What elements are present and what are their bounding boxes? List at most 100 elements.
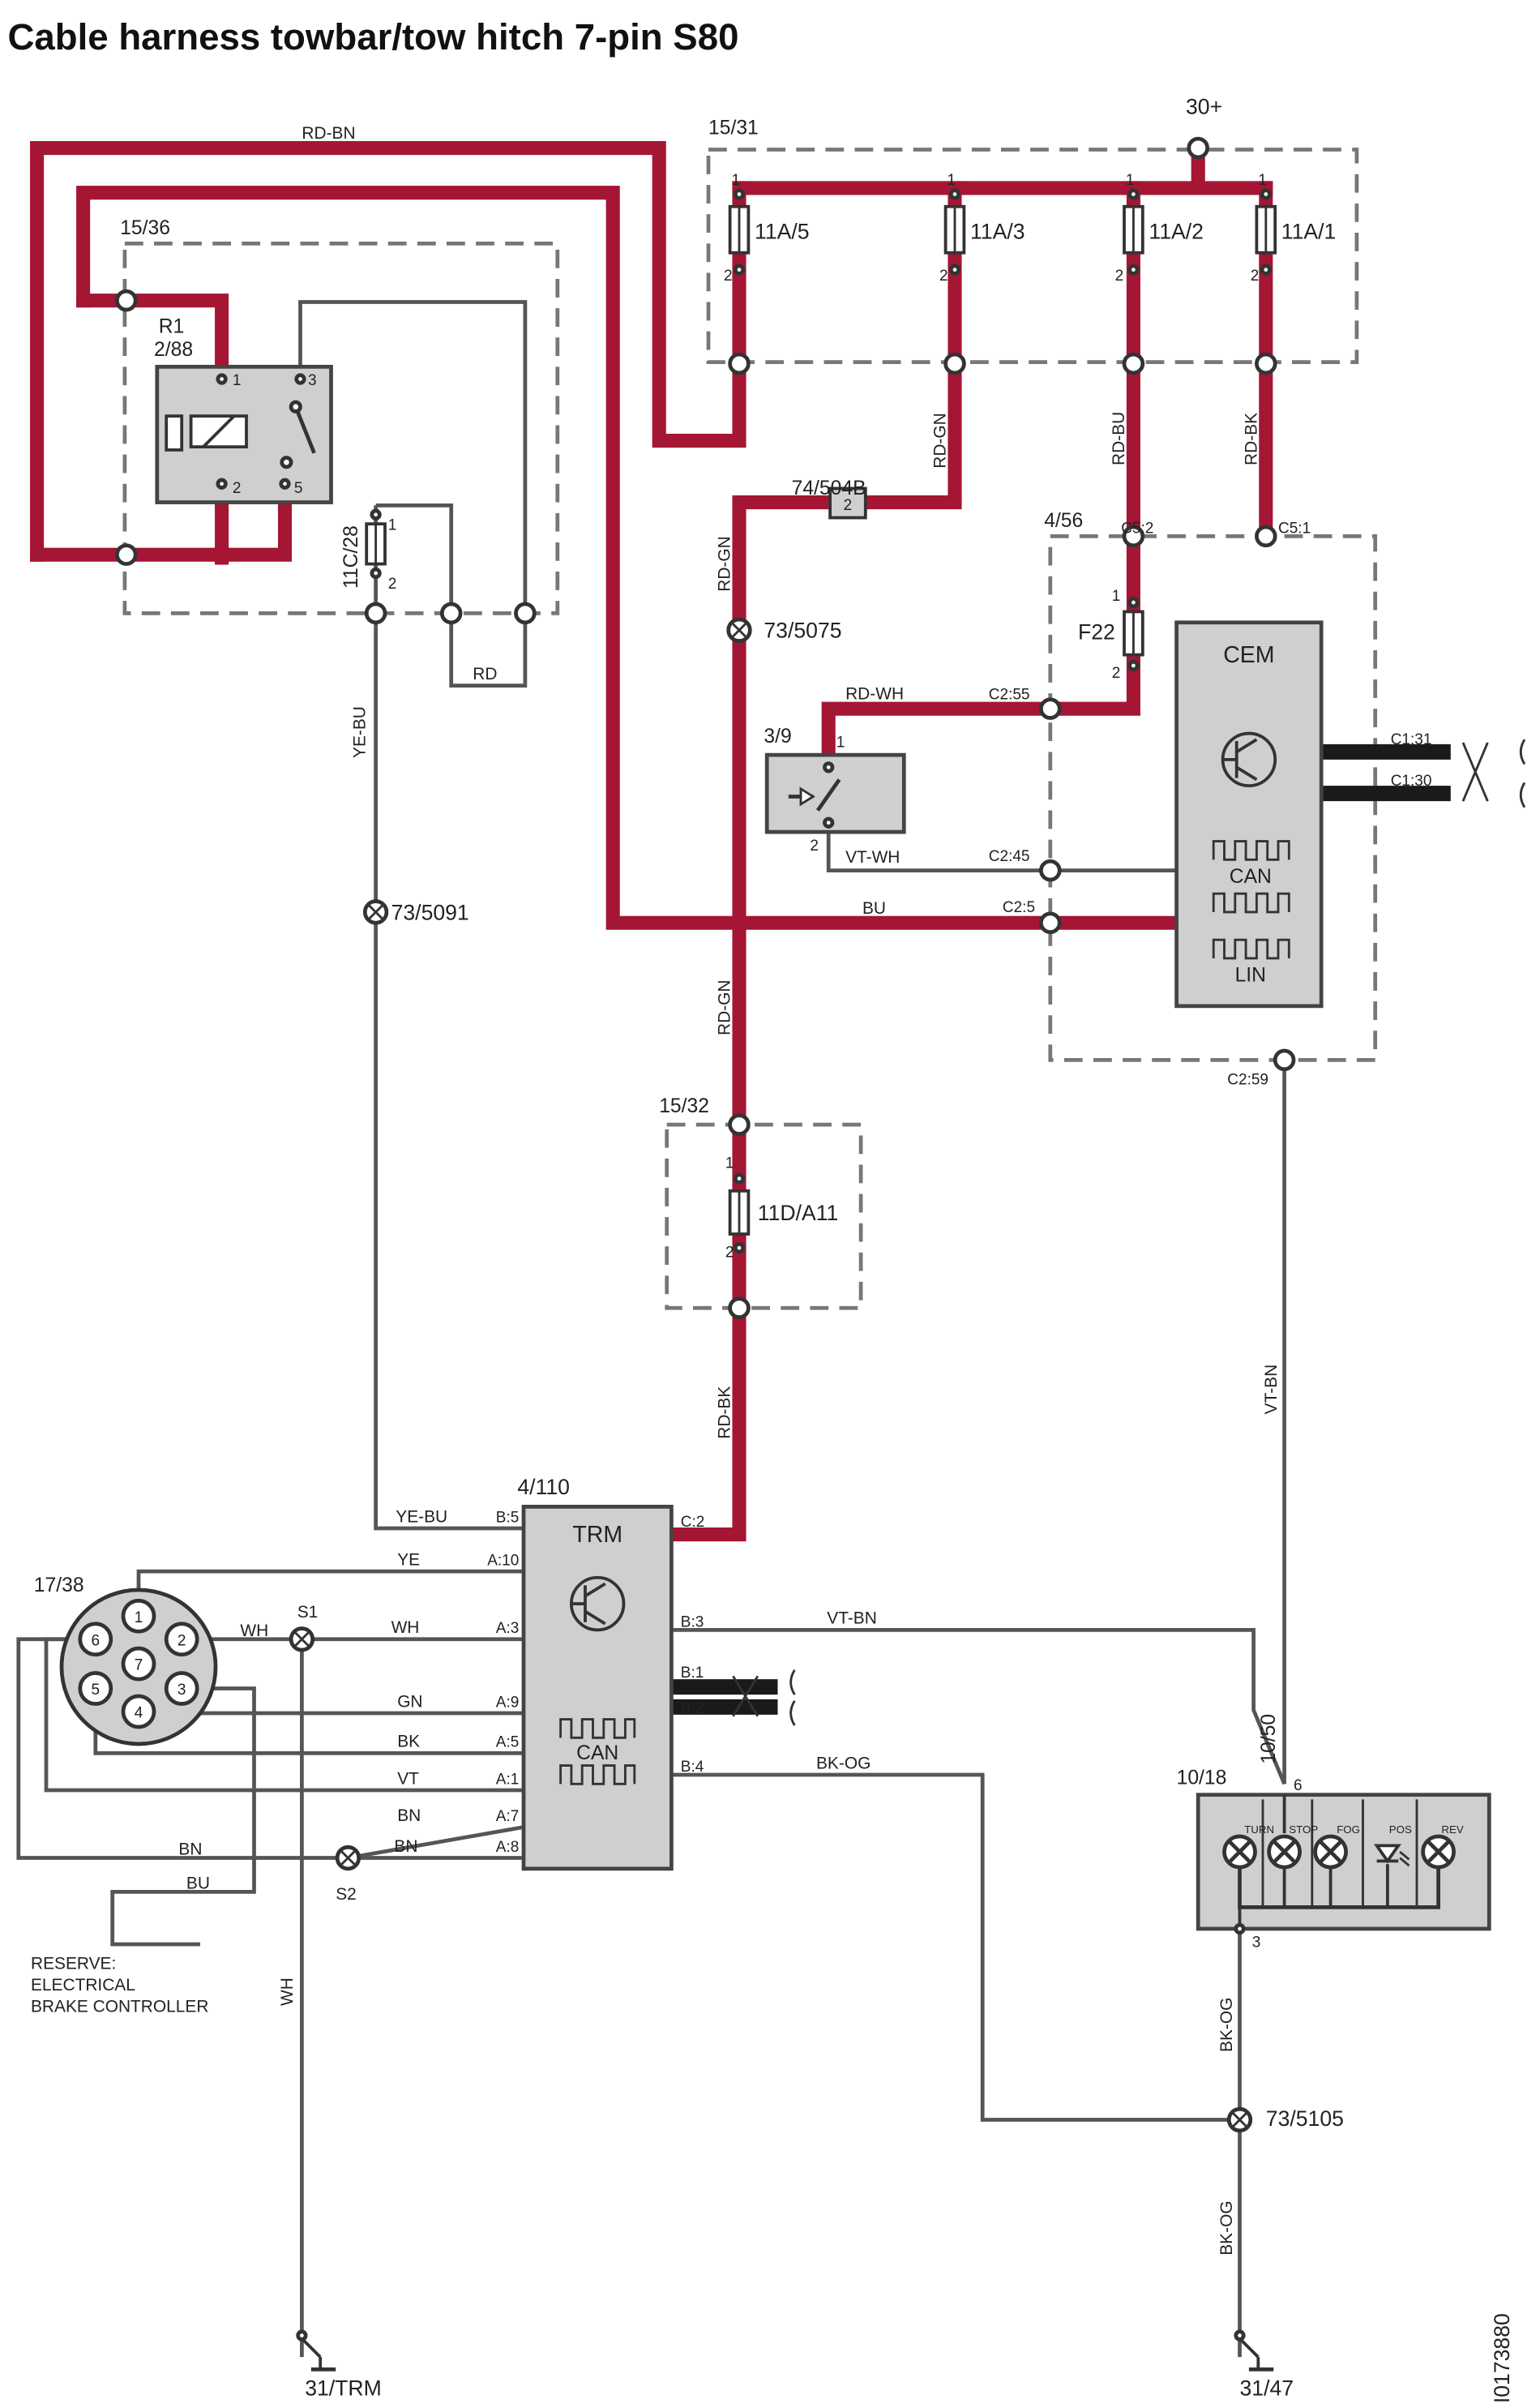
label-cem: CEM [1223,642,1274,668]
cem-transistor-icon [1221,731,1277,788]
label-3-9: 3/9 [764,726,791,748]
label-c245: C2:45 [989,848,1030,865]
twist-icon-c1 [1461,739,1526,808]
label-c2: C:2 [681,1514,705,1531]
fuse-11a1 [1255,204,1277,255]
label-c130: C1:30 [1391,773,1432,790]
connector-74-504b [828,486,867,520]
label-15-32: 15/32 [659,1095,709,1117]
wire-relay-pin5 [215,501,293,562]
label-15-31: 15/31 [708,117,759,139]
wire-bk-og-b4 [671,1772,1240,2122]
fusebox-15-31 [706,148,1359,365]
label-c52: C5:2 [1121,521,1153,538]
label-cem-lin: LIN [1235,964,1266,986]
wire-rd-bn-outer [30,140,746,562]
svg-text:2: 2 [939,268,948,285]
svg-text:5: 5 [294,480,303,497]
label-rd-gn-2: RD-GN [716,536,734,591]
socket-pin-labels: 1 2 3 4 5 6 7 [92,1609,186,1722]
svg-text:1: 1 [135,1609,143,1626]
splice-s1 [289,1626,315,1652]
label-11a1: 11A/1 [1281,220,1337,244]
svg-text:1: 1 [732,172,741,189]
label-bk-og-2: BK-OG [1217,2200,1236,2255]
relay-coil-resistor [165,414,184,452]
wire-bn-a7 [16,1637,524,1860]
switch-contact [815,778,841,812]
svg-text:6: 6 [92,1632,101,1649]
svg-text:1: 1 [725,1155,734,1172]
label-f22: F22 [1078,620,1115,645]
label-bn-left: BN [178,1840,202,1859]
label-4-110: 4/110 [517,1475,570,1499]
wire-relay-pin3 [298,300,528,614]
wire-rd-gn-trm [670,181,962,1542]
fusebox-15-32 [665,1122,863,1310]
label-pin-6: 6 [1294,1777,1303,1794]
label-splice-5105: 73/5105 [1266,2106,1344,2131]
trm-pin-label: A:9 [496,1694,520,1711]
label-pin-3: 3 [1252,1935,1261,1952]
twist-icon-b [732,1669,796,1726]
label-trm: TRM [572,1522,622,1548]
label-rd-bn: RD-BN [302,124,355,143]
svg-text:1: 1 [233,372,242,389]
trm-wire-label: BN [394,1837,417,1856]
lamp-icon-rev [1421,1834,1456,1870]
svg-text:3: 3 [308,372,317,389]
svg-text:2: 2 [1115,268,1124,285]
label-s1: S1 [297,1603,319,1622]
trm-wire-label: WH [391,1618,420,1637]
label-reserve-2: ELECTRICAL [31,1976,135,1995]
switch-3-9 [764,752,906,834]
label-rd-bk-1: RD-BK [1242,413,1260,465]
svg-text:1: 1 [1126,172,1135,189]
label-30-plus: 30+ [1186,95,1222,119]
label-relay-2-88: 2/88 [154,339,193,361]
svg-text:1: 1 [1258,172,1267,189]
svg-text:2: 2 [233,480,242,497]
trm-pin-label: A:1 [496,1771,520,1788]
trm-wire-label: VT [397,1769,419,1788]
label-11d-a11: 11D/A11 [758,1201,839,1225]
label-b2: B:2 [681,1700,704,1717]
label-c51: C5:1 [1278,521,1311,538]
label-c255: C2:55 [989,687,1030,704]
svg-text:1: 1 [836,735,845,752]
trm-wire-label: BN [397,1806,421,1825]
splice-5105 [1226,2106,1253,2133]
svg-text:2: 2 [1112,665,1121,682]
svg-text:5: 5 [92,1682,101,1699]
label-rd-bu: RD-BU [1110,412,1128,465]
trm-pin-label: A:3 [496,1620,520,1637]
label-rd-bk-2: RD-BK [716,1386,734,1439]
wire-vt-bn-b3 [671,1627,1286,1785]
label-lamp-fog: FOG [1337,1823,1360,1836]
label-rd-gn-1: RD-GN [931,413,950,468]
vertical-labels: YE-BU 11C/28 RD-GN RD-BU RD-BK RD-GN RD-… [278,412,1514,2403]
label-vt-bn-h: VT-BN [827,1609,877,1628]
svg-text:2: 2 [810,838,819,855]
wire-bu-cem [76,186,1184,930]
trm-can-waveform-icon [559,1718,636,1785]
svg-text:3: 3 [178,1682,186,1699]
label-11a3: 11A/3 [970,220,1025,244]
label-15-36: 15/36 [120,217,170,239]
label-bk-og-1: BK-OG [1217,1998,1236,2052]
label-relay-r1: R1 [159,316,185,338]
trm-wire-label: GN [397,1692,422,1711]
label-rd-wh: RD-WH [845,685,904,704]
wire-rd-wh [821,701,1058,762]
wire-rd-11c [375,503,528,688]
lamp-icon-fog [1313,1834,1348,1870]
label-ye-bu-vert: YE-BU [350,706,369,758]
label-11c28: 11C/28 [340,525,362,589]
label-vt-wh: VT-WH [845,848,900,867]
label-lamp-pos: POS [1389,1823,1412,1836]
svg-text:2: 2 [1251,268,1260,285]
fuse-11d-a11 [728,1189,751,1236]
svg-text:2: 2 [724,268,733,285]
ground-icon-trm [296,2329,336,2372]
svg-text:2: 2 [725,1245,734,1262]
